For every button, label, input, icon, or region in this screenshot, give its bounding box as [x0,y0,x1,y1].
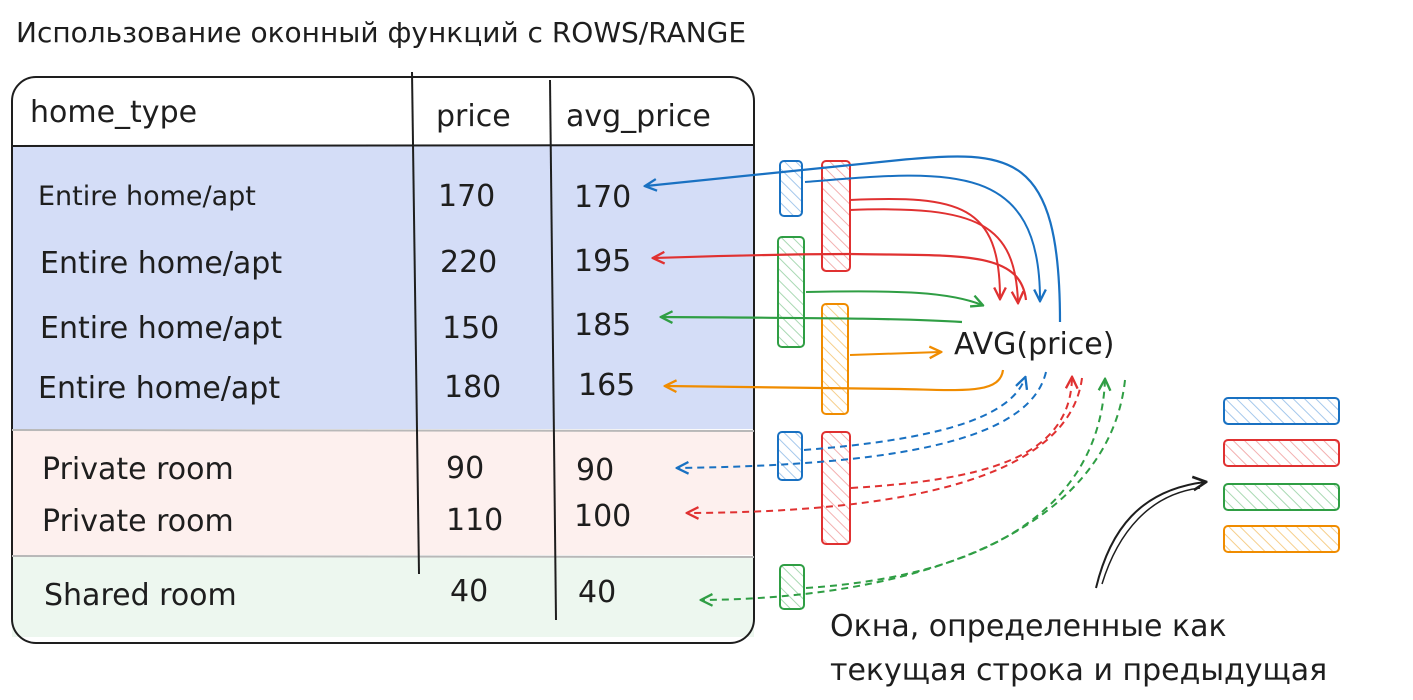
arrow-red-window-to-avg [850,378,1072,489]
dashed-arrows [678,371,1126,600]
note-line-2: текущая строка и предыдущая [830,653,1327,688]
cell-home-type: Entire home/apt [40,311,282,346]
arrow-blue-avg-to-cell [646,155,1062,323]
note-line-1: Окна, определенные как [830,609,1227,644]
column-divider [549,79,557,621]
header-home-type: home_type [30,95,197,130]
group-divider [11,555,755,558]
cell-avg-price: 165 [578,368,635,403]
cell-home-type: Entire home/apt [38,181,256,212]
arrow-green-avg-to-cell [662,317,963,322]
arrow-red-window-to-avg [849,197,1000,298]
table-row: Entire home/apt 220 195 [40,244,631,281]
cell-home-type: Private room [42,452,234,487]
cell-avg-price: 100 [574,499,631,534]
cell-price: 150 [442,311,499,346]
legend-swatch-blue [1223,397,1340,425]
arrow-red-avg-to-cell [688,377,1083,513]
window-bar-red [821,160,851,272]
table-row: Entire home/apt 150 185 [40,308,631,346]
cell-price: 110 [446,503,503,538]
arrow-red-avg-to-cell [654,254,1028,301]
cell-avg-price: 195 [574,244,631,279]
cell-avg-price: 90 [576,453,614,488]
table-row: Private room 90 90 [42,451,614,488]
cell-home-type: Shared room [44,578,237,613]
window-bar-blue [779,160,803,217]
arrow-blue-window-to-avg [804,174,1040,300]
window-bar-green [777,236,805,348]
group-shared-room-bg [12,557,754,637]
cell-avg-price: 40 [578,575,616,610]
cell-home-type: Entire home/apt [38,371,280,406]
legend-swatch-orange [1223,525,1340,553]
table-row: Entire home/apt 170 170 [38,179,631,215]
cell-avg-price: 170 [574,180,631,215]
cell-avg-price: 185 [574,308,631,343]
cell-home-type: Private room [42,504,234,539]
arrow-orange-avg-to-cell [666,369,1005,390]
table-row: Entire home/apt 180 165 [38,368,635,406]
header-price: price [436,99,511,134]
cell-price: 40 [450,574,488,609]
cell-price: 220 [440,245,497,280]
table-border [11,76,755,644]
group-entire-home-bg [12,146,754,429]
window-bar-red [821,431,851,545]
window-bars [777,160,851,610]
legend [1223,397,1340,553]
arrow-green-window-to-avg [805,380,1105,589]
header-divider [11,144,755,147]
arrow-blue-avg-to-cell [678,371,1047,468]
column-divider [411,71,420,575]
table-row: Private room 110 100 [42,499,631,539]
table-row: Shared room 40 40 [44,574,616,613]
legend-swatch-green [1223,483,1340,511]
window-bar-blue [777,431,803,481]
table: home_type price avg_price Entire home/ap… [11,71,755,644]
group-private-room-bg [12,431,754,555]
cell-home-type: Entire home/apt [40,246,282,281]
window-bar-green [779,564,805,610]
note-arrow [1095,482,1205,589]
cell-price: 90 [446,451,484,486]
cell-price: 180 [444,370,501,405]
legend-swatch-red [1223,439,1340,467]
arrow-orange-window-to-avg [849,352,940,355]
output-arrows [646,155,1062,390]
note-arrow-stroke [1101,487,1201,585]
header-avg-price: avg_price [566,99,711,134]
cell-price: 170 [438,179,495,214]
diagram-title: Использование оконный функций с ROWS/RAN… [16,16,746,49]
window-bar-orange [821,303,849,415]
arrow-green-window-to-avg [805,290,982,305]
avg-function-label: AVG(price) [954,327,1114,362]
group-divider [11,429,755,432]
arrow-green-avg-to-cell [702,379,1126,600]
